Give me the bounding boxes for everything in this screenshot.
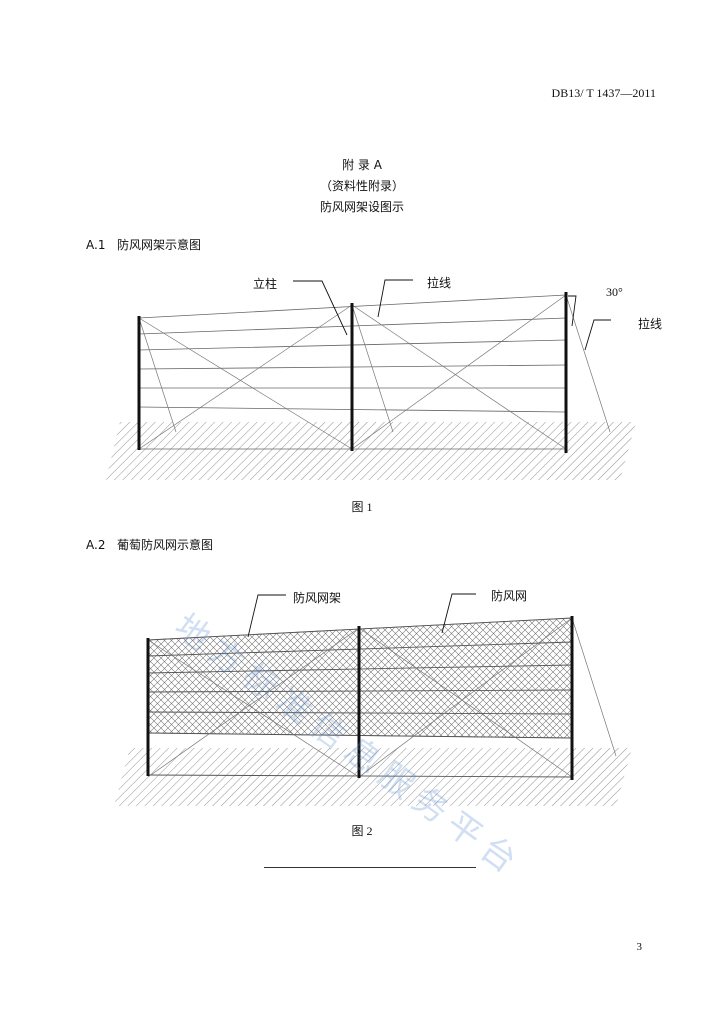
ground-hatch-2 xyxy=(114,748,632,806)
figure-1-caption: 图 1 xyxy=(351,500,373,514)
label-guy-wire-side: 拉线 xyxy=(638,317,663,331)
posts xyxy=(137,292,568,453)
label-wind-net-frame: 防风网架 xyxy=(293,591,342,605)
section-number: A.1 xyxy=(86,238,106,252)
appendix-heading: 防风网架设图示 xyxy=(319,200,404,214)
label-post: 立柱 xyxy=(253,277,278,291)
section-a1-heading: A.1 防风网架示意图 xyxy=(86,236,201,253)
label-wind-net: 防风网 xyxy=(491,589,528,603)
appendix-title: 附 录 A xyxy=(342,158,382,172)
posts-2 xyxy=(146,616,574,780)
cross-braces-2 xyxy=(147,617,617,778)
leader-lines-2 xyxy=(247,593,476,638)
section-title: 葡萄防风网示意图 xyxy=(117,538,214,552)
document-code: DB13/ T 1437—2011 xyxy=(551,86,656,100)
figure-2-caption: 图 2 xyxy=(351,824,373,838)
end-divider xyxy=(264,867,476,868)
label-angle: 30° xyxy=(606,285,623,299)
section-a2-heading: A.2 葡萄防风网示意图 xyxy=(86,536,213,553)
appendix-nature: （资料性附录） xyxy=(319,179,404,193)
section-title: 防风网架示意图 xyxy=(117,238,202,252)
label-guy-wire-top: 拉线 xyxy=(427,276,452,290)
ground-hatch xyxy=(106,422,636,480)
section-number: A.2 xyxy=(86,538,106,552)
leader-lines xyxy=(293,279,611,351)
page-number: 3 xyxy=(636,941,643,953)
